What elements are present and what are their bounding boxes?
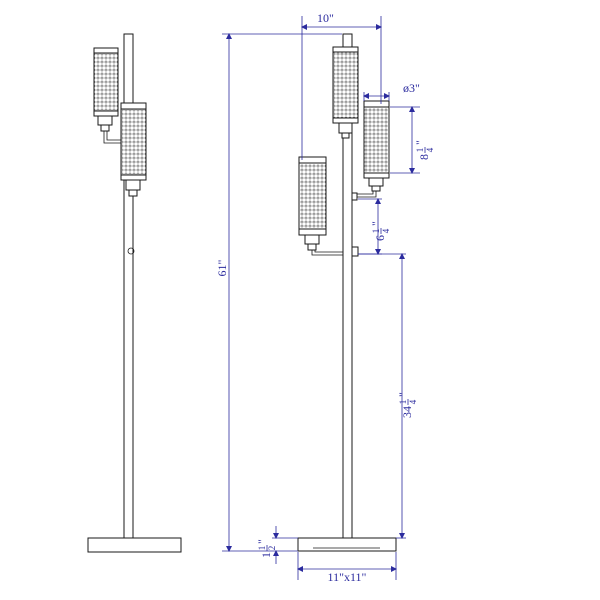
dimension-lines xyxy=(222,16,420,580)
base-size-dimension-label: 11"x11" xyxy=(328,570,367,584)
svg-text:4: 4 xyxy=(425,147,435,152)
side-view-lower-shade xyxy=(120,102,147,197)
svg-text:1: 1 xyxy=(371,229,381,234)
svg-text:": " xyxy=(255,539,269,544)
svg-text:": " xyxy=(369,221,383,226)
front-view-lamp xyxy=(297,33,397,552)
svg-text:6: 6 xyxy=(373,235,387,241)
svg-text:1: 1 xyxy=(398,400,408,405)
arm-gap-dimension-label: 6 1 4 " xyxy=(369,221,391,241)
front-view-base xyxy=(297,537,397,552)
dimension-labels: 10" 61" ø3" 8 1 4 " 6 1 4 " 34 1 4 " 1 1 xyxy=(215,11,435,584)
svg-text:": " xyxy=(413,140,427,145)
side-view-upper-shade xyxy=(93,47,124,144)
total-height-dimension-label: 61" xyxy=(215,259,229,276)
svg-text:4: 4 xyxy=(408,399,418,404)
width-dimension-label: 10" xyxy=(317,11,334,25)
lower-height-dimension-label: 34 1 4 " xyxy=(396,392,418,418)
side-view-switch xyxy=(127,247,135,255)
svg-text:1: 1 xyxy=(259,552,273,558)
side-view-base xyxy=(87,537,182,553)
front-view-top-shade xyxy=(332,46,359,139)
side-view-lamp xyxy=(87,33,182,553)
front-view-right-shade xyxy=(351,100,390,201)
svg-text:1: 1 xyxy=(257,546,267,551)
svg-text:34: 34 xyxy=(400,406,414,418)
svg-text:2: 2 xyxy=(267,546,277,551)
svg-text:8: 8 xyxy=(417,154,431,160)
svg-text:": " xyxy=(396,392,410,397)
front-view-left-shade xyxy=(298,156,359,257)
svg-text:1: 1 xyxy=(415,148,425,153)
shade-height-dimension-label: 8 1 4 " xyxy=(413,140,435,160)
shade-diameter-dimension-label: ø3" xyxy=(403,81,420,95)
svg-text:4: 4 xyxy=(381,228,391,233)
base-thickness-dimension-label: 1 1 2 " xyxy=(255,539,277,558)
